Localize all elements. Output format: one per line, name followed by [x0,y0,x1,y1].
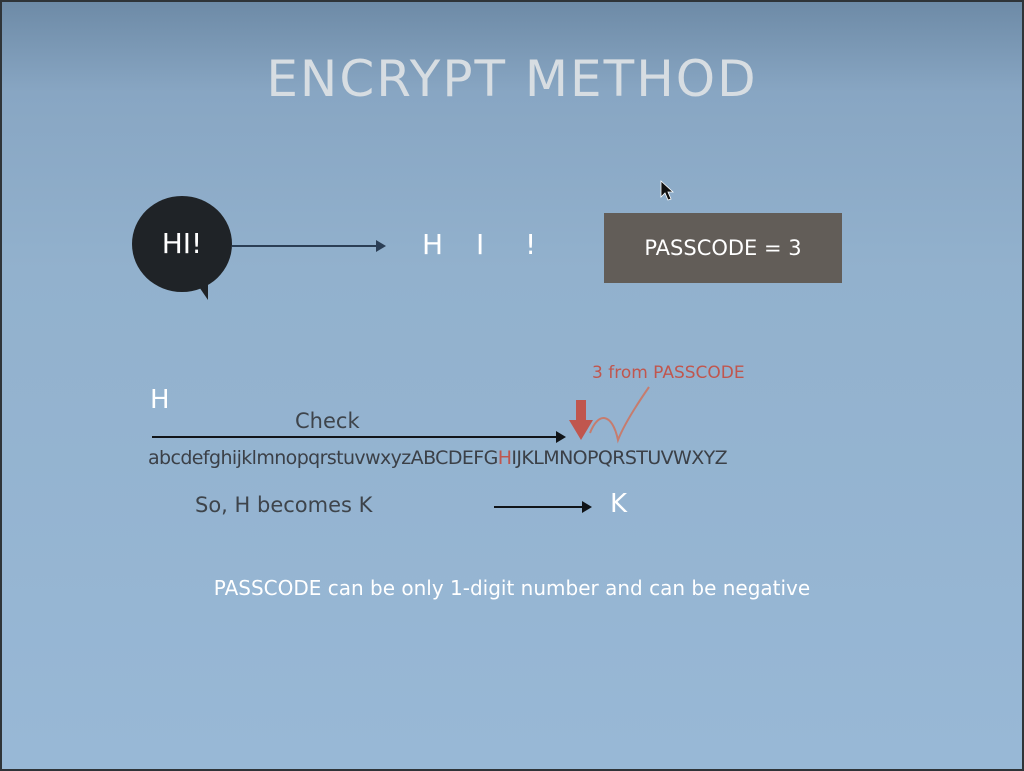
check-arrow-head [556,431,566,443]
alphabet-before: abcdefghijklmnopqrstuvwxyzABCDEFG [148,447,498,469]
input-letter: H [150,385,170,415]
split-arrow-head [376,240,386,252]
speech-bubble-tail [193,278,208,300]
result-letter: K [610,489,628,519]
from-passcode-label: 3 from PASSCODE [592,363,745,383]
passcode-label: PASSCODE = 3 [644,236,802,260]
result-arrow-head [582,501,592,513]
speech-bubble-text: HI! [161,227,203,260]
char-h: H [422,228,444,261]
passcode-note: PASSCODE can be only 1-digit number and … [213,576,811,600]
split-arrow-line [232,245,378,247]
alphabet-row: abcdefghijklmnopqrstuvwxyzABCDEFGHIJKLMN… [148,447,728,469]
check-label: Check [295,409,360,433]
result-label: So, H becomes K [195,493,373,517]
down-arrow-icon [569,400,593,440]
speech-bubble [132,196,232,292]
slide-title: ENCRYPT METHOD [266,50,758,108]
alphabet-highlight: H [497,447,512,469]
passcode-hop-curve [589,386,650,444]
char-i: I [476,228,485,261]
result-arrow-line [494,506,584,508]
check-arrow-line [152,436,558,438]
mouse-pointer-icon [660,180,675,201]
passcode-box: PASSCODE = 3 [604,213,842,283]
char-exclaim: ! [525,228,537,261]
alphabet-after: IJKLMNOPQRSTUVWXYZ [511,447,728,469]
